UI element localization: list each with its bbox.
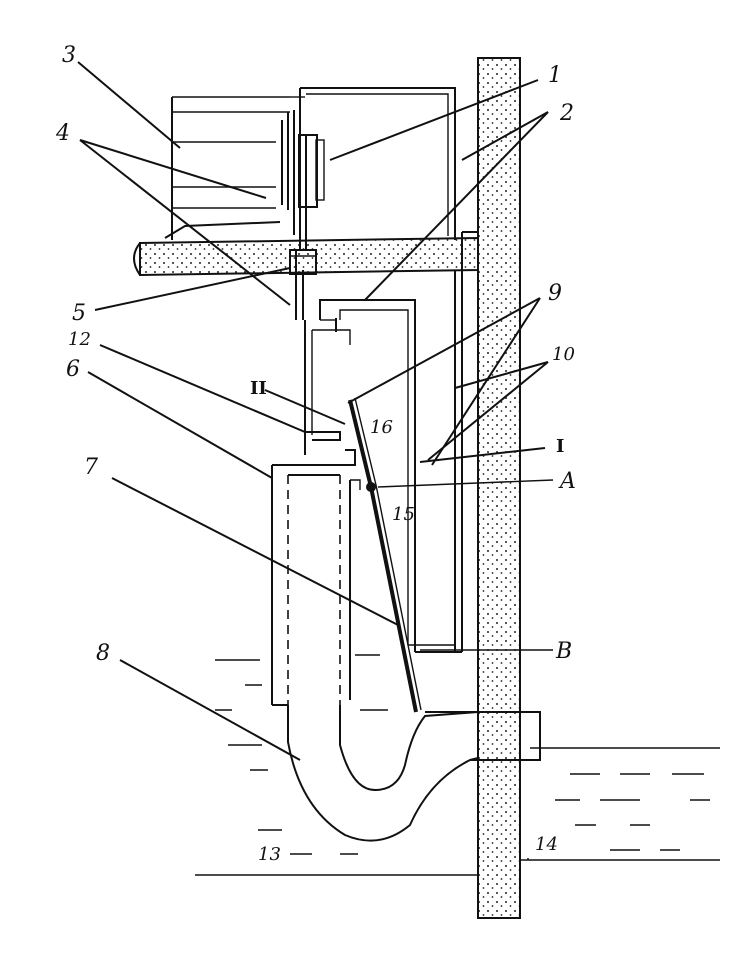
label-10: 10	[552, 344, 575, 365]
inner-chamber	[304, 299, 462, 653]
water-left	[195, 654, 478, 876]
fitting-5	[289, 249, 317, 275]
water-right	[520, 747, 720, 861]
label-4: 4	[55, 121, 70, 146]
label-5: 5	[72, 301, 86, 326]
label-B: B	[555, 639, 572, 664]
label-8: 8	[96, 641, 110, 666]
label-15: 15	[392, 504, 415, 525]
label-6: 6	[66, 357, 80, 382]
label-12: 12	[68, 329, 91, 350]
label-I: I	[556, 436, 564, 457]
u-trap	[271, 449, 479, 842]
label-II: II	[250, 378, 267, 399]
tank-2	[299, 87, 478, 652]
label-13: 13	[258, 844, 281, 865]
leader-lines	[77, 61, 554, 860]
label-1: 1	[548, 63, 562, 88]
outlet-pipe	[425, 711, 541, 761]
label-9: 9	[548, 281, 562, 306]
label-A: A	[558, 469, 576, 494]
reference-labels: 3 1 2 4 5 9 12 10 6 II 16 I 7 A 15 B 8 1…	[55, 43, 576, 865]
label-16: 16	[370, 417, 393, 438]
valve-assembly	[281, 110, 325, 320]
label-14: 14	[535, 834, 558, 855]
label-3: 3	[62, 43, 76, 68]
rod-7	[348, 397, 422, 713]
tank-3	[164, 96, 305, 240]
wall	[477, 57, 521, 919]
label-2: 2	[559, 101, 574, 126]
label-7: 7	[84, 455, 98, 480]
